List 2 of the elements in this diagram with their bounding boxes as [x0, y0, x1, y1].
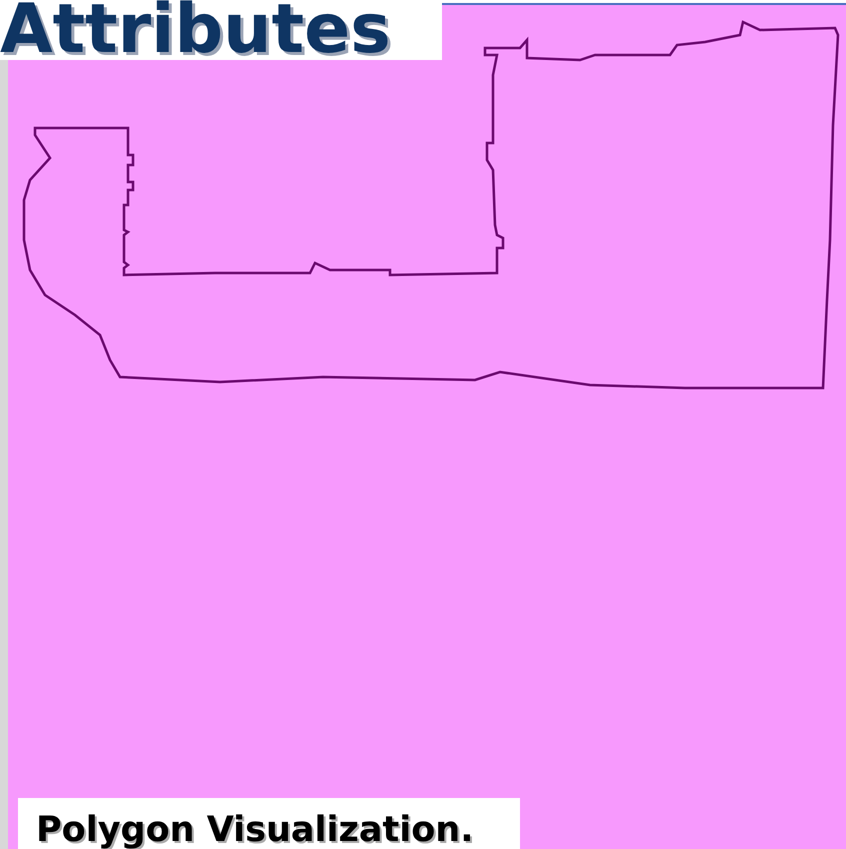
- caption: Polygon Visualization.: [36, 809, 474, 849]
- title: Attributes: [0, 0, 391, 60]
